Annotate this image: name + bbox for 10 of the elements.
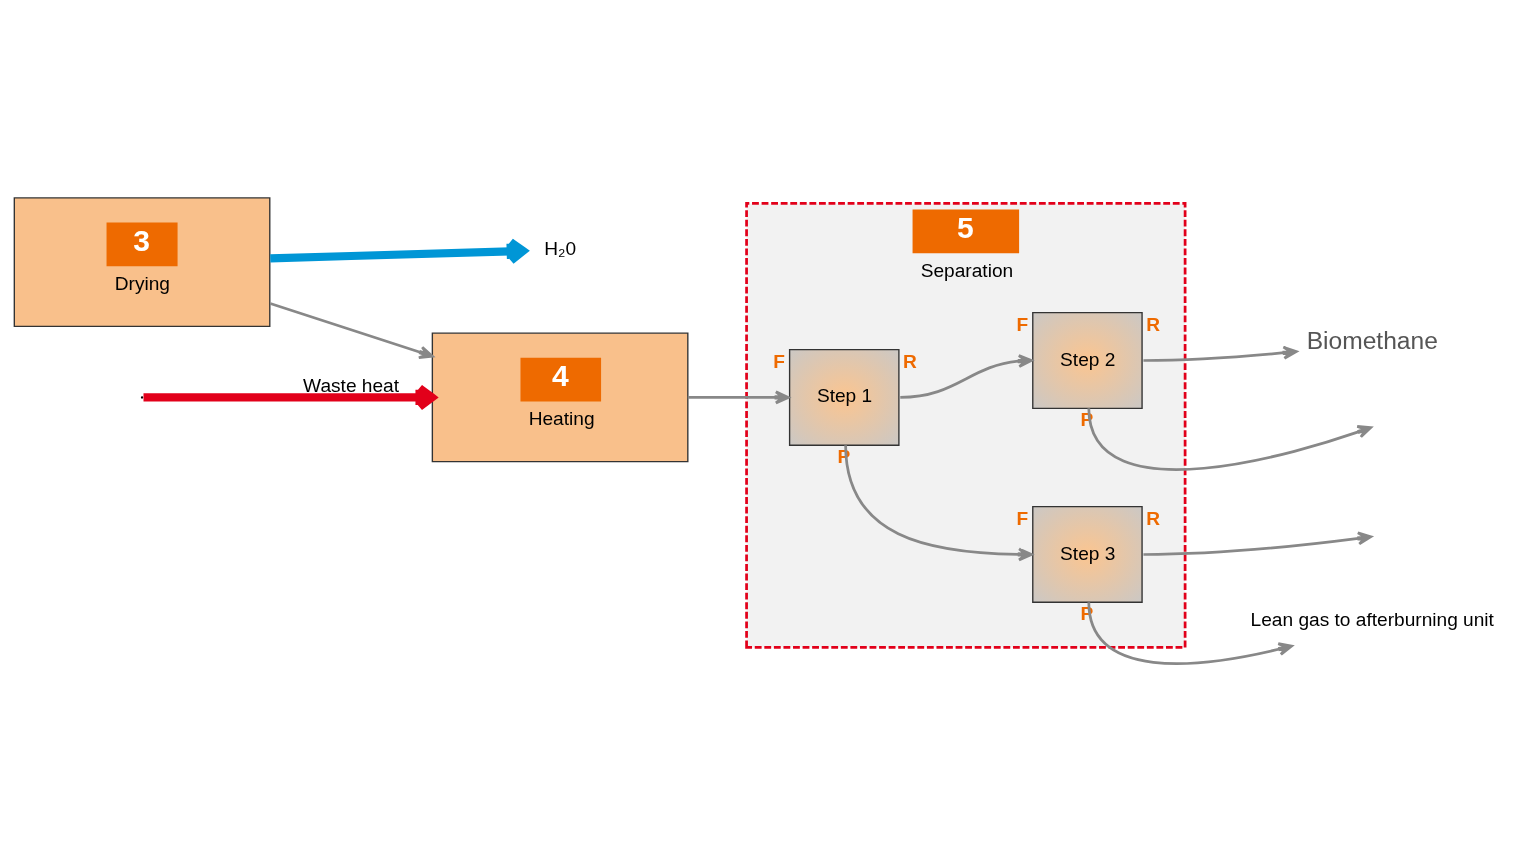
node-text: Lean gas to afterburning unit [1250, 608, 1494, 630]
node-label: F [1016, 313, 1029, 335]
node-label: R [902, 350, 917, 372]
node-text: H₂0 [544, 237, 577, 259]
node-label: R [1146, 313, 1160, 335]
node-text: Biomethane [1306, 326, 1438, 354]
node-label: F [1016, 507, 1029, 529]
node-label: R [1146, 507, 1160, 529]
edge-label: Waste heat [303, 374, 400, 396]
node-label: F [773, 350, 785, 372]
